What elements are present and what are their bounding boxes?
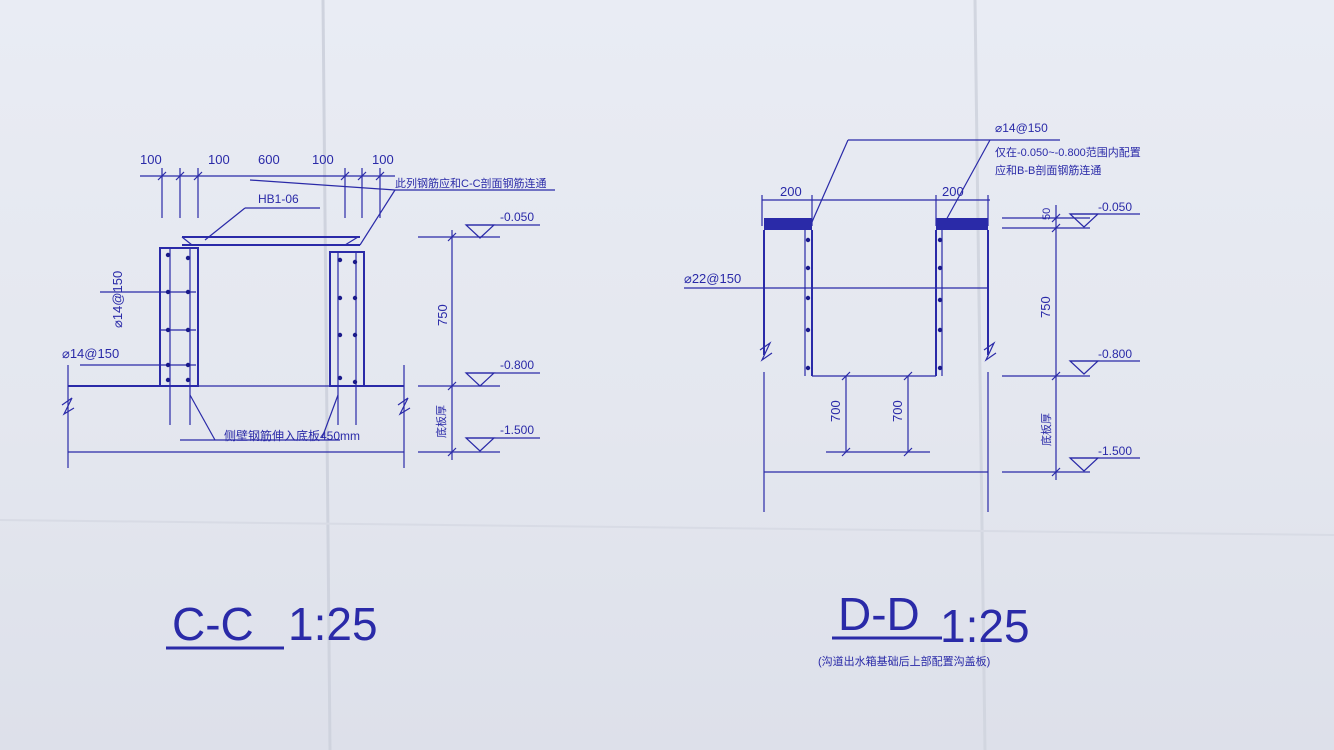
dd-left-cap (764, 218, 812, 230)
dd-height-dim: 750 (1038, 296, 1053, 318)
dd-range-note-2: 应和B-B剖面钢筋连通 (995, 163, 1101, 177)
cc-note-connect: 此列钢筋应和C-C剖面钢筋连通 (395, 176, 547, 190)
dd-elev-top: -0.050 (1098, 200, 1132, 214)
dd-elev-markers (1068, 213, 1140, 472)
paper-fold (321, 0, 332, 750)
cc-dim-100-b: 100 (208, 152, 230, 167)
dd-rebar-dots (805, 237, 943, 371)
cc-elev-top: -0.050 (500, 210, 534, 224)
cc-scale: 1:25 (288, 598, 378, 650)
cc-dim-100-d: 100 (372, 152, 394, 167)
dd-range-note-1: 仅在-0.050~-0.800范围内配置 (995, 145, 1141, 159)
cc-hb-label: HB1-06 (258, 192, 299, 206)
dd-dim-left: 200 (780, 184, 802, 199)
cc-dim-100-a: 100 (140, 152, 162, 167)
cc-rebar-vertical-label: ⌀14@150 (110, 271, 125, 328)
paper-fold (0, 519, 1334, 536)
dd-dim-50: 50 (1041, 208, 1053, 220)
cc-top-dimension (140, 168, 395, 218)
dd-scale: 1:25 (940, 600, 1030, 652)
cc-elev-bot: -1.500 (500, 423, 534, 437)
cc-dim-100-c: 100 (312, 152, 334, 167)
cc-elev-mid: -0.800 (500, 358, 534, 372)
cc-right-wall (329, 251, 365, 387)
cc-dim-600: 600 (258, 152, 280, 167)
dd-dim-right: 200 (942, 184, 964, 199)
dd-rebar-top-label: ⌀14@150 (995, 121, 1048, 135)
section-dd: ⌀14@150 仅在-0.050~-0.800范围内配置 应和B-B剖面钢筋连通… (684, 121, 1141, 668)
cc-height-dim: 750 (435, 304, 450, 326)
cc-anchor-note: 侧壁钢筋伸入底板450mm (224, 428, 360, 443)
cc-rebar-dots (165, 252, 358, 385)
dd-dim-700-b: 700 (890, 400, 905, 422)
dd-right-cap (936, 218, 988, 230)
section-cc: 100 100 600 100 100 此列钢筋应和C-C剖面钢筋连通 HB1-… (61, 152, 555, 650)
dd-rebar-left-label: ⌀22@150 (684, 271, 741, 286)
dd-elev-bot: -1.500 (1098, 444, 1132, 458)
cc-rebar-horizontal-label: ⌀14@150 (62, 346, 119, 361)
dd-title: D-D (838, 588, 920, 640)
paper-fold (973, 0, 987, 750)
cc-slab-label: 底板厚 (434, 405, 448, 438)
cc-title: C-C (172, 598, 254, 650)
dd-dim-700-a: 700 (828, 400, 843, 422)
cc-elev-markers (464, 224, 540, 452)
dd-slab-label: 底板厚 (1039, 413, 1053, 446)
dd-subnote: (沟道出水箱基础后上部配置沟盖板) (818, 654, 990, 668)
dd-elev-mid: -0.800 (1098, 347, 1132, 361)
